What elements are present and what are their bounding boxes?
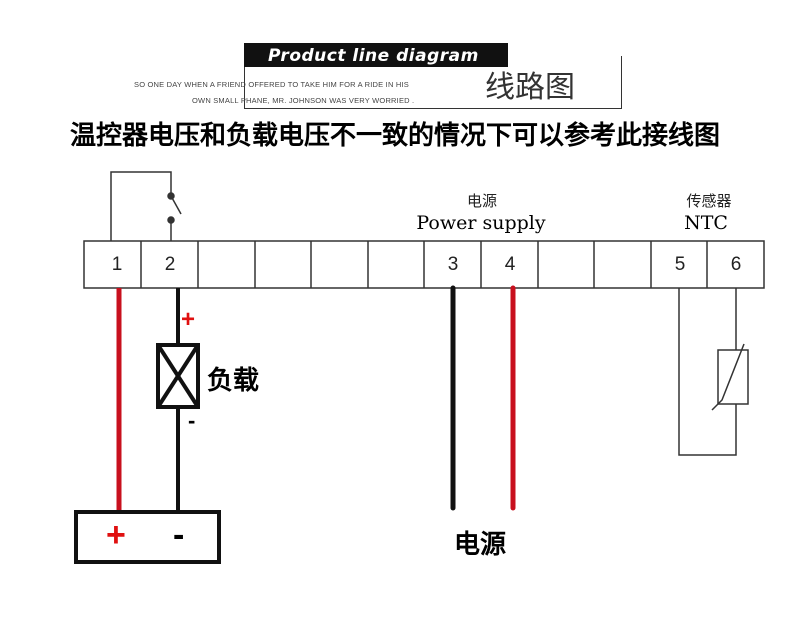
header-frame <box>244 56 622 109</box>
sensor-label-en: NTC <box>684 212 728 234</box>
power-label-cn: 电源 <box>466 192 497 210</box>
ntc-sensor <box>678 288 749 456</box>
load-plus-sign: + <box>181 306 196 333</box>
terminal-label-1: 1 <box>111 254 123 275</box>
relay-switch <box>110 171 182 241</box>
load-label: 负载 <box>207 366 260 396</box>
source-box <box>74 510 221 564</box>
terminal-label-5: 5 <box>674 254 686 275</box>
subtitle: 线路图 <box>485 70 575 105</box>
main-heading: 温控器电压和负载电压不一致的情况下可以参考此接线图 <box>69 121 720 151</box>
terminal-block <box>83 240 765 289</box>
sensor-label-cn: 传感器 <box>686 192 732 210</box>
terminal-label-3: 3 <box>447 254 459 275</box>
tagline-line-1: SO ONE DAY WHEN A FRIEND OFFERED TO TAKE… <box>134 80 409 89</box>
header-banner <box>244 43 508 67</box>
source-minus-sign: - <box>173 516 185 554</box>
terminal-label-4: 4 <box>504 254 516 275</box>
terminal-label-2: 2 <box>164 254 176 275</box>
power-label-en: Power supply <box>416 212 546 234</box>
source-plus-sign: + <box>106 516 126 554</box>
tagline-line-2: OWN SMALL PHANE, MR. JOHNSON WAS VERY WO… <box>192 96 415 105</box>
load-symbol <box>156 288 200 512</box>
terminal-label-6: 6 <box>730 254 742 275</box>
load-minus-sign: - <box>188 408 196 433</box>
power-bottom-label: 电源 <box>454 530 507 560</box>
header-title: Product line diagram <box>268 46 479 66</box>
